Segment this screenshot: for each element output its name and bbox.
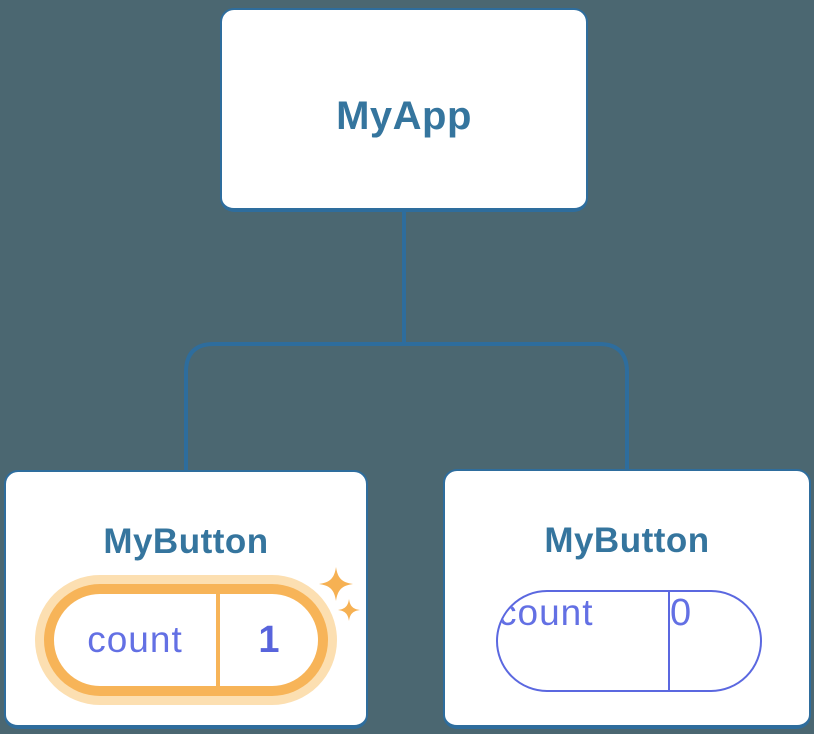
sparkle-icon bbox=[338, 599, 360, 621]
state-key-label: count bbox=[87, 619, 183, 660]
state-key-label: count bbox=[498, 592, 594, 633]
state-pill-divider bbox=[667, 592, 670, 690]
state-key-cell: count bbox=[498, 592, 668, 690]
sparkle-icon bbox=[319, 567, 353, 601]
state-key-cell: count bbox=[54, 594, 216, 686]
state-value-label: 1 bbox=[258, 618, 280, 661]
node-myapp: MyApp bbox=[220, 8, 588, 212]
state-pill-body: count 1 bbox=[54, 594, 318, 686]
state-value-label: 0 bbox=[670, 592, 692, 634]
state-pill-ring: count 1 bbox=[44, 584, 328, 696]
state-value-cell: 1 bbox=[220, 594, 318, 686]
node-mybutton-updated: MyButton count 1 bbox=[4, 470, 368, 729]
node-label: MyButton bbox=[103, 522, 269, 561]
node-mybutton-plain: MyButton count 0 bbox=[443, 469, 811, 729]
state-pill-highlighted: count 1 bbox=[35, 575, 337, 705]
state-value-cell: 0 bbox=[670, 592, 760, 690]
state-pill-divider bbox=[216, 594, 220, 686]
node-label: MyApp bbox=[336, 94, 472, 138]
state-pill-plain: count 0 bbox=[496, 590, 762, 692]
connector-branch bbox=[184, 342, 629, 470]
node-label: MyButton bbox=[544, 521, 710, 560]
